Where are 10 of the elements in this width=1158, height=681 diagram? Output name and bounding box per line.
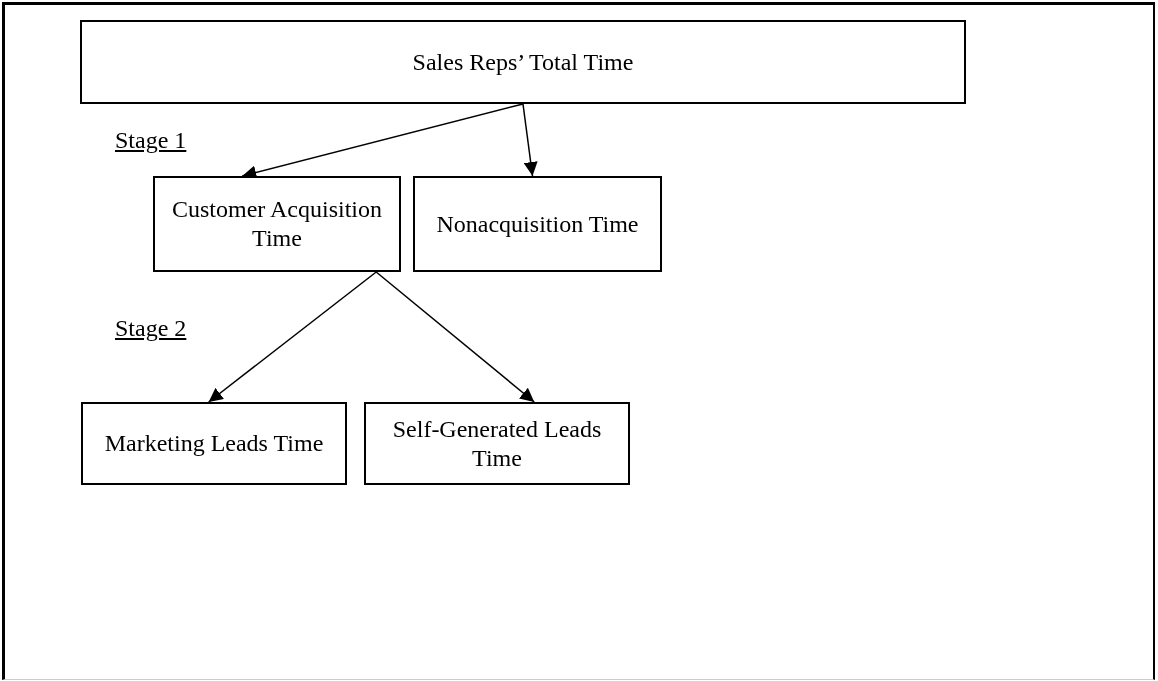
- process-box: Marketing Leads Time: [81, 402, 347, 485]
- stage-label: Stage 2: [115, 315, 187, 342]
- arrow: [207, 271, 377, 403]
- arrow: [375, 271, 535, 403]
- process-box: Sales Reps’ Total Time: [80, 20, 966, 104]
- process-box: Nonacquisition Time: [413, 176, 662, 272]
- stage-label: Stage 1: [115, 127, 187, 154]
- process-box: Customer Acquisition Time: [153, 176, 401, 272]
- process-box: Self-Generated Leads Time: [364, 402, 630, 485]
- arrow: [522, 103, 538, 177]
